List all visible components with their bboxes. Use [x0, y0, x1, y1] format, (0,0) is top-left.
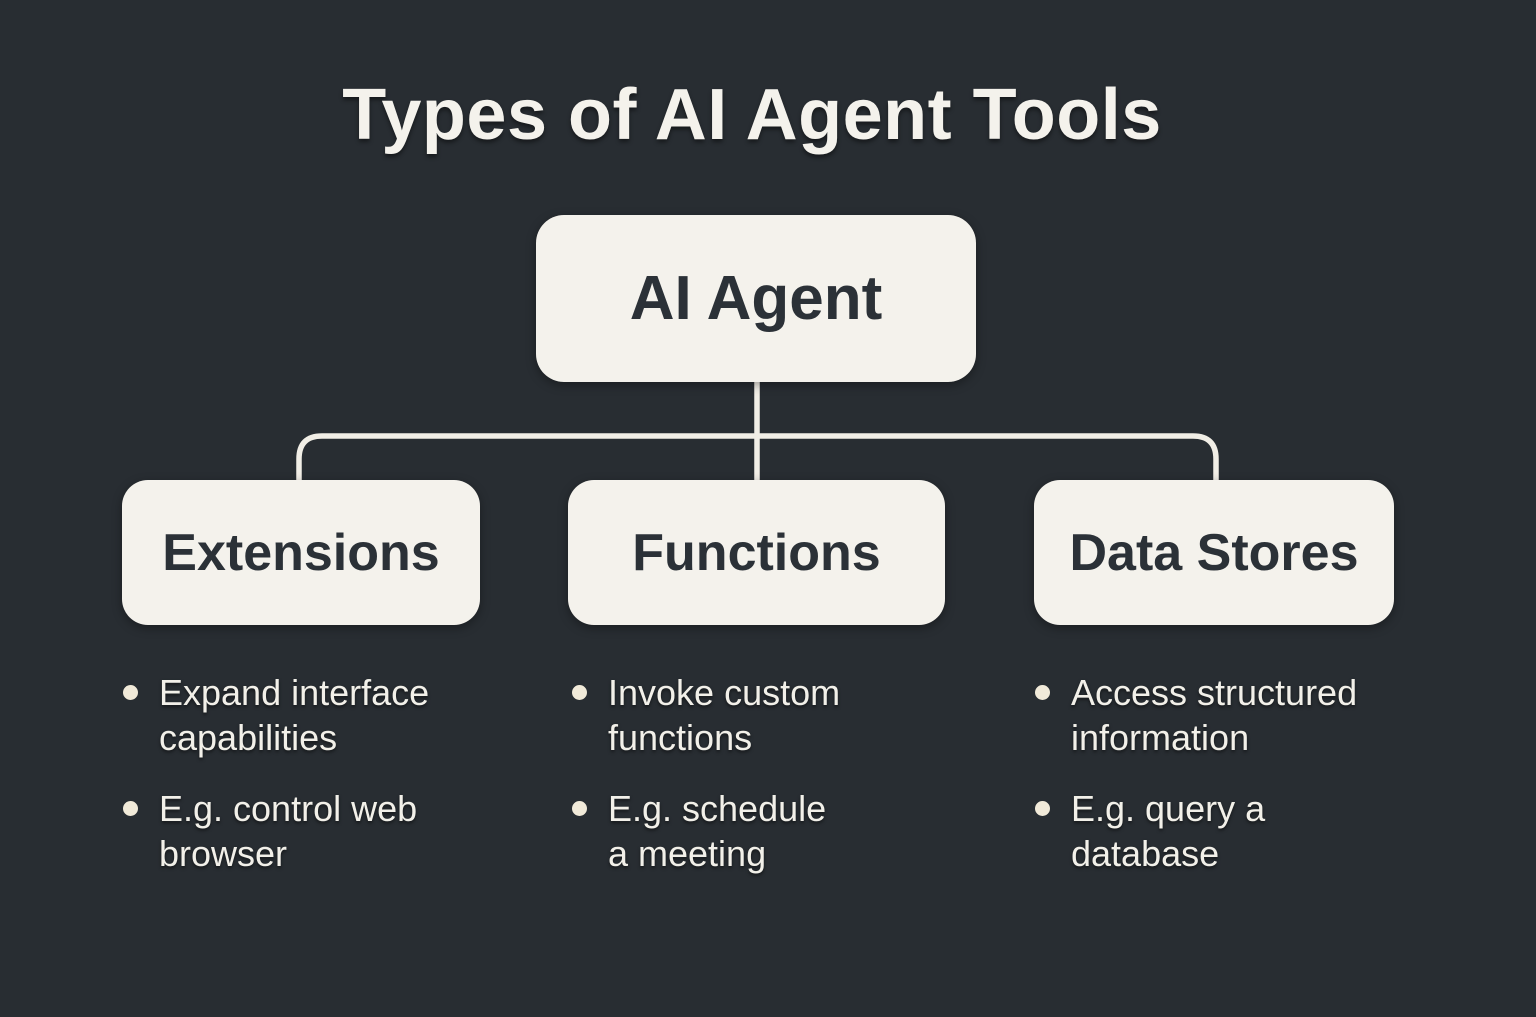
list-item: Invoke custom functions: [572, 670, 1002, 760]
bullet-text: Access structured information: [1071, 672, 1358, 758]
bullet-dot-icon: [1035, 685, 1050, 700]
node-functions-label: Functions: [632, 523, 881, 582]
connector-horizontal-branch: [296, 433, 1219, 484]
bullet-dot-icon: [572, 685, 587, 700]
list-item: E.g. schedule a meeting: [572, 786, 1002, 876]
bullet-dot-icon: [1035, 801, 1050, 816]
node-ai-agent: AI Agent: [536, 215, 976, 382]
data-stores-bullet-list: Access structured information E.g. query…: [1035, 670, 1465, 902]
bullet-dot-icon: [572, 801, 587, 816]
list-item: E.g. control web browser: [123, 786, 553, 876]
bullet-text: E.g. query a database: [1071, 788, 1266, 874]
bullet-dot-icon: [123, 801, 138, 816]
node-extensions: Extensions: [122, 480, 480, 625]
list-item: Expand interface capabilities: [123, 670, 553, 760]
bullet-text: E.g. control web browser: [159, 788, 418, 874]
node-ai-agent-label: AI Agent: [629, 264, 883, 333]
bullet-text: Invoke custom functions: [608, 672, 841, 758]
list-item: E.g. query a database: [1035, 786, 1465, 876]
page-title: Types of AI Agent Tools: [342, 75, 1162, 155]
node-data-stores-label: Data Stores: [1069, 523, 1359, 582]
bullet-text: E.g. schedule a meeting: [608, 788, 827, 874]
functions-bullet-list: Invoke custom functions E.g. schedule a …: [572, 670, 1002, 902]
extensions-bullet-list: Expand interface capabilities E.g. contr…: [123, 670, 553, 902]
node-data-stores: Data Stores: [1034, 480, 1394, 625]
bullet-text: Expand interface capabilities: [159, 672, 430, 758]
node-extensions-label: Extensions: [162, 523, 440, 582]
node-functions: Functions: [568, 480, 945, 625]
bullet-dot-icon: [123, 685, 138, 700]
list-item: Access structured information: [1035, 670, 1465, 760]
